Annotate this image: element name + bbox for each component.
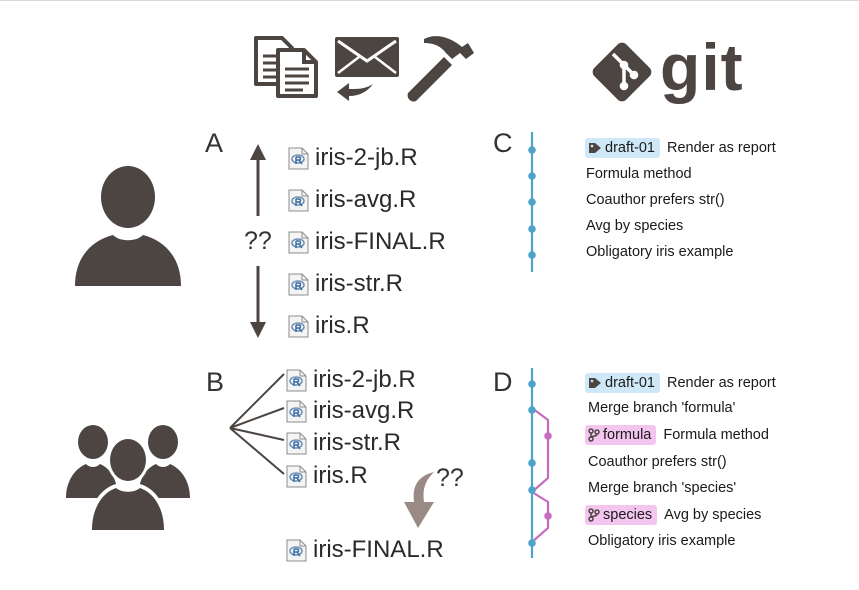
commit-row: Obligatory iris example [586, 242, 733, 262]
branch-label: formula [603, 427, 652, 443]
file-name: iris.R [315, 312, 370, 339]
panel-letter-c: C [493, 128, 513, 158]
tag-label: draft-01 [605, 375, 655, 391]
tag-icon [589, 378, 601, 388]
file-name: iris-str.R [315, 270, 403, 297]
file-item: iris-avg.R [288, 188, 416, 212]
commit-message: Coauthor prefers str() [586, 192, 725, 208]
panel-b-uncertainty: ?? [436, 464, 464, 492]
file-name: iris-FINAL.R [315, 228, 446, 255]
panel-a-uncertainty: ?? [244, 227, 272, 255]
tag-icon [589, 143, 601, 153]
hammer-icon [407, 36, 474, 102]
panel-letter-d: D [493, 367, 513, 397]
tag-label: draft-01 [605, 140, 655, 156]
branch-badge: formula [585, 425, 657, 445]
forward-mail-icon [335, 37, 399, 101]
user-icon [75, 166, 181, 286]
commit-row: Coauthor prefers str() [586, 190, 725, 210]
branch-icon [588, 428, 600, 442]
file-item: iris-avg.R [286, 399, 414, 423]
merged-file-item: iris-FINAL.R [286, 538, 444, 562]
file-item: iris-str.R [286, 431, 401, 455]
tag-badge: draft-01 [585, 138, 660, 158]
commit-row: Avg by species [586, 216, 683, 236]
r-script-file-icon [286, 432, 307, 454]
commit-message: Formula method [586, 166, 692, 182]
panel-letter-a: A [205, 128, 224, 158]
file-name: iris-str.R [313, 429, 401, 456]
file-item: iris.R [288, 314, 370, 338]
file-item: iris-2-jb.R [288, 146, 418, 170]
commit-message: Obligatory iris example [588, 533, 736, 549]
top-divider [0, 0, 859, 1]
commit-message: Render as report [666, 140, 776, 156]
file-name: iris-avg.R [313, 397, 415, 424]
merge-down-arrow [404, 472, 434, 528]
commit-message: Avg by species [586, 218, 684, 234]
git-history-branched [528, 368, 552, 558]
commit-message: Avg by species [664, 507, 762, 523]
commit-message: Merge branch 'species' [588, 480, 737, 496]
copy-documents-icon [254, 36, 318, 98]
r-script-file-icon [288, 315, 309, 337]
file-copies-tree [229, 373, 285, 475]
r-script-file-icon [286, 539, 307, 561]
commit-row: draft-01 Render as report [585, 138, 776, 158]
commit-row: species Avg by species [585, 505, 761, 525]
commit-row: formula Formula method [585, 425, 769, 445]
git-wordmark: git [660, 30, 744, 104]
file-name: iris-avg.R [315, 186, 417, 213]
file-item: iris-2-jb.R [286, 368, 416, 392]
git-logo-icon [592, 42, 652, 102]
commit-row: draft-01 Render as report [585, 373, 776, 393]
commit-message: Coauthor prefers str() [588, 454, 727, 470]
r-script-file-icon [288, 231, 309, 253]
commit-row: Merge branch 'species' [588, 478, 736, 498]
r-script-file-icon [286, 465, 307, 487]
r-script-file-icon [288, 273, 309, 295]
commit-row: Merge branch 'formula' [588, 398, 735, 418]
branch-icon [588, 508, 600, 522]
r-script-file-icon [286, 400, 307, 422]
file-name: iris-FINAL.R [313, 536, 444, 563]
file-name: iris.R [313, 462, 368, 489]
tag-badge: draft-01 [585, 373, 660, 393]
file-name: iris-2-jb.R [315, 144, 418, 171]
r-script-file-icon [286, 369, 307, 391]
commit-message: Formula method [663, 427, 769, 443]
commit-row: Formula method [586, 164, 692, 184]
file-item: iris-str.R [288, 272, 403, 296]
git-history-linear [528, 132, 536, 272]
r-script-file-icon [288, 147, 309, 169]
users-group-icon [66, 425, 190, 530]
commit-row: Coauthor prefers str() [588, 452, 727, 472]
branch-badge: species [585, 505, 658, 525]
panel-letter-b: B [206, 367, 225, 397]
branch-label: species [603, 507, 653, 523]
commit-message: Render as report [666, 375, 776, 391]
r-script-file-icon [288, 189, 309, 211]
commit-message: Obligatory iris example [586, 244, 734, 260]
file-item: iris-FINAL.R [288, 230, 446, 254]
file-name: iris-2-jb.R [313, 366, 416, 393]
uncertain-order-arrow [250, 144, 266, 338]
commit-message: Merge branch 'formula' [588, 400, 736, 416]
file-item: iris.R [286, 464, 368, 488]
commit-row: Obligatory iris example [588, 531, 735, 551]
